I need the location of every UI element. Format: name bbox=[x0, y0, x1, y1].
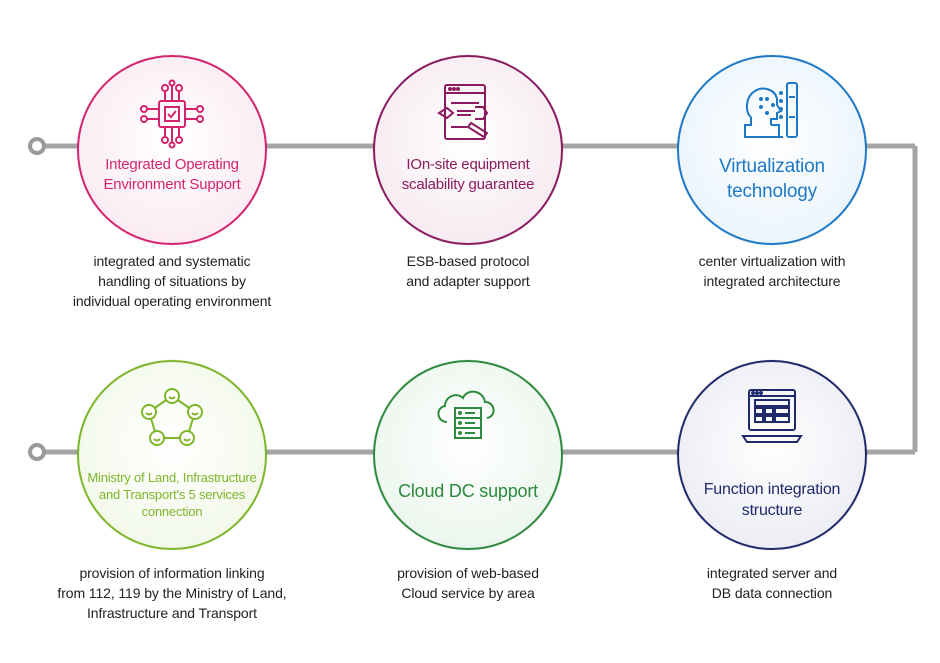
node-title: Ministry of Land, Infrastructure and Tra… bbox=[87, 470, 257, 519]
node-cloud-dc-support: Cloud DC support bbox=[373, 360, 563, 550]
node-title: Virtualization technology bbox=[719, 156, 825, 202]
node-caption: provision of information linking from 11… bbox=[57, 565, 287, 621]
node-caption: provision of web-based Cloud service by … bbox=[397, 565, 539, 601]
network-faces-icon bbox=[137, 384, 207, 459]
node-on-site-equipment-scalability: IOn-site equipment scalability guarantee bbox=[373, 55, 563, 245]
node-caption: center virtualization with integrated ar… bbox=[698, 253, 846, 289]
bottom-line-start-cap bbox=[28, 443, 46, 461]
node-integrated-operating-environment: Integrated Operating Environment Support bbox=[77, 55, 267, 245]
laptop-grid-icon bbox=[737, 384, 807, 459]
node-caption: integrated and systematic handling of si… bbox=[72, 253, 272, 309]
node-title: Cloud DC support bbox=[398, 481, 538, 501]
tools-window-icon bbox=[433, 79, 503, 154]
node-title: IOn-site equipment scalability guarantee bbox=[401, 156, 535, 193]
top-line-start-cap bbox=[28, 137, 46, 155]
node-ministry-services-connection: Ministry of Land, Infrastructure and Tra… bbox=[77, 360, 267, 550]
chip-network-icon bbox=[137, 79, 207, 154]
node-function-integration-structure: Function integration structure bbox=[677, 360, 867, 550]
node-title: Integrated Operating Environment Support bbox=[103, 156, 241, 193]
node-virtualization-technology: Virtualization technology bbox=[677, 55, 867, 245]
node-title: Function integration structure bbox=[703, 481, 841, 519]
node-caption: ESB-based protocol and adapter support bbox=[406, 253, 530, 289]
cloud-server-icon bbox=[433, 382, 503, 457]
node-caption: integrated server and DB data connection bbox=[706, 565, 838, 601]
head-screen-icon bbox=[737, 77, 807, 152]
